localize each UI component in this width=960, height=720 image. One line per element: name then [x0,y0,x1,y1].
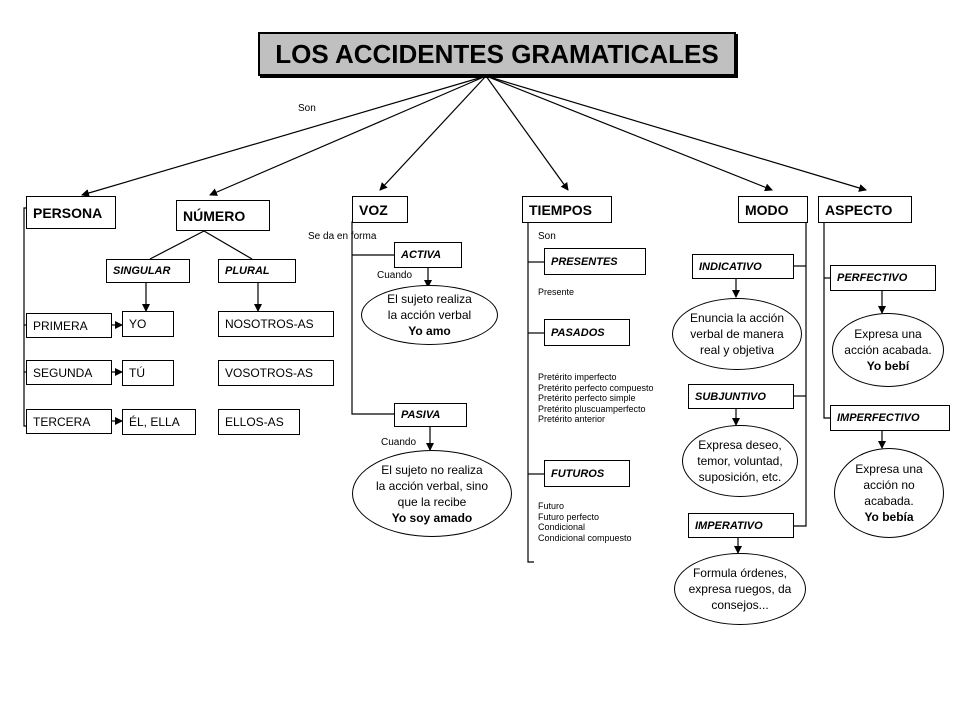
voz-box: VOZ [352,196,408,223]
pasados-item: Pretérito perfecto simple [538,393,636,403]
indicativo-desc-line-2: verbal de manera [690,327,784,341]
cuando-activa-label: Cuando [377,270,413,281]
singular-tu: TÚ [122,360,174,386]
arrow-to-modo [485,75,773,192]
activa-box: ACTIVA [394,242,462,268]
perfectivo-desc-line-2: acción acabada. [844,343,932,357]
perfectivo-box: PERFECTIVO [830,265,936,291]
plural-vosotros: VOSOTROS-AS [218,360,334,386]
imperativo-desc-line-2: expresa ruegos, da [688,582,792,596]
indicativo-desc-line-1: Enuncia la acción [689,311,785,325]
subjuntivo-desc-line-2: temor, voluntad, [697,454,783,468]
subjuntivo-desc-line-1: Expresa deseo, [698,438,782,452]
persona-box: PERSONA [26,196,116,229]
pasiva-desc-line-2: la acción verbal, sino [375,478,489,493]
pasiva-desc-line-1: El sujeto no realiza [381,462,483,477]
pasiva-oval: El sujeto no realiza la acción verbal, s… [352,450,512,537]
son-label: Son [298,103,316,114]
futuros-item: Futuro perfecto [538,511,600,522]
futuros-item: Futuro [538,501,565,511]
pasados-item: Pretérito pluscuamperfecto [538,403,646,414]
pasiva-desc-line-3: que la recibe [397,494,467,509]
imperativo-box: IMPERATIVO [688,513,794,538]
persona-tercera: TERCERA [26,409,112,434]
numero-box: NÚMERO [176,200,270,231]
imperfectivo-desc-line-2: acción no [863,478,915,492]
imperfectivo-oval: Expresa una acción no acabada. Yo bebía [834,448,944,538]
imperativo-desc-line-1: Formula órdenes, [692,566,788,580]
activa-desc-line-2: la acción verbal [387,308,472,322]
subjuntivo-desc-line-3: suposición, etc. [698,470,782,484]
activa-oval: El sujeto realiza la acción verbal Yo am… [361,285,498,345]
imperfectivo-box: IMPERFECTIVO [830,405,950,431]
se-da-en-forma-label: Se da en forma [308,231,377,242]
tiempos-box: TIEMPOS [522,196,612,223]
singular-yo: YO [122,311,174,337]
plural-nosotros: NOSOTROS-AS [218,311,334,337]
plural-box: PLURAL [218,259,296,283]
imperativo-oval: Formula órdenes, expresa ruegos, da cons… [674,553,806,625]
cuando-pasiva-label: Cuando [381,437,417,448]
futuros-list: Futuro Futuro perfecto Condicional Condi… [538,501,632,543]
pasados-list: Pretérito imperfecto Pretérito perfecto … [538,372,654,425]
activa-example: Yo amo [408,324,451,338]
indicativo-oval: Enuncia la acción verbal de manera real … [672,298,802,370]
perfectivo-example: Yo bebí [866,359,910,373]
pasados-item: Pretérito imperfecto [538,372,617,382]
arrow-to-numero [209,75,487,196]
indicativo-box: INDICATIVO [692,254,794,279]
perfectivo-desc-line-1: Expresa una [854,327,922,341]
arrow-to-tiempos [485,75,569,191]
pasiva-example: Yo soy amado [391,510,473,525]
pasiva-box: PASIVA [394,403,467,427]
imperfectivo-example: Yo bebía [864,510,914,524]
futuros-item: Condicional compuesto [538,532,632,543]
main-title: LOS ACCIDENTES GRAMATICALES [258,32,736,76]
son-tiempos-label: Son [538,231,556,242]
subjuntivo-box: SUBJUNTIVO [688,384,794,409]
plural-ellos: ELLOS-AS [218,409,300,435]
imperfectivo-desc-line-1: Expresa una [855,462,923,476]
presentes-list: Presente [538,287,574,298]
imperfectivo-desc-line-3: acabada. [864,494,914,508]
arrow-to-voz [379,75,487,191]
pasados-box: PASADOS [544,319,630,346]
singular-el-ella: ÉL, ELLA [122,409,196,435]
presentes-item: Presente [538,287,575,297]
pasados-item: Pretérito anterior [538,414,606,424]
imperativo-desc-line-3: consejos... [711,598,769,612]
presentes-box: PRESENTES [544,248,646,275]
arrow-to-aspecto [485,75,867,192]
persona-primera: PRIMERA [26,313,112,338]
subjuntivo-oval: Expresa deseo, temor, voluntad, suposici… [682,425,798,497]
futuros-box: FUTUROS [544,460,630,487]
singular-box: SINGULAR [106,259,190,283]
activa-desc-line-1: El sujeto realiza [387,292,472,306]
pasados-item: Pretérito perfecto compuesto [538,382,654,393]
aspecto-box: ASPECTO [818,196,912,223]
indicativo-desc-line-3: real y objetiva [699,343,775,357]
perfectivo-oval: Expresa una acción acabada. Yo bebí [832,313,944,387]
modo-box: MODO [738,196,808,223]
persona-segunda: SEGUNDA [26,360,112,385]
futuros-item: Condicional [538,522,586,532]
arrow-to-persona [81,75,487,197]
